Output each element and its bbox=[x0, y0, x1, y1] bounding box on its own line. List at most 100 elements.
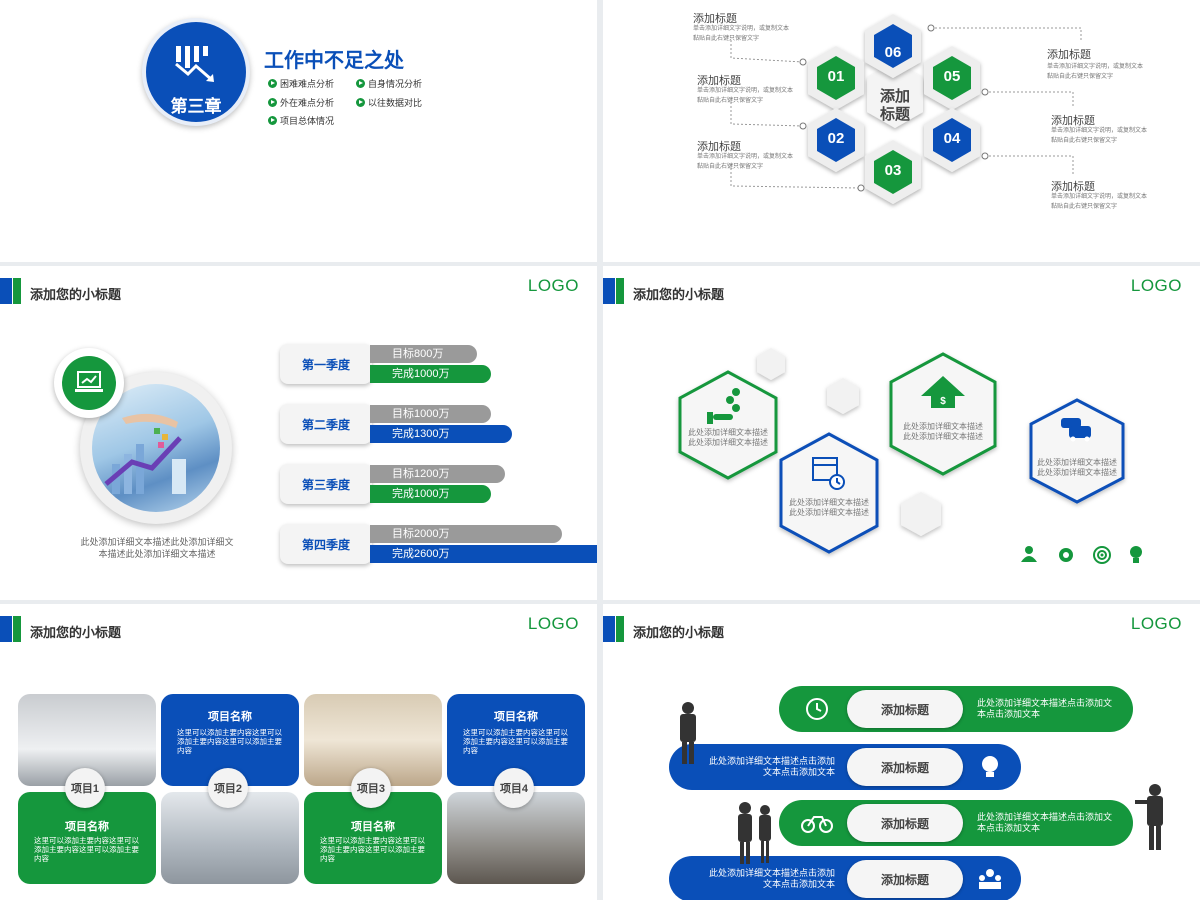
growth-chart-icon bbox=[104, 413, 186, 494]
title-marker bbox=[603, 278, 625, 304]
project-badge: 项目4 bbox=[494, 768, 534, 808]
row-text: 此处添加详细文本描述点击添加文本点击添加文本 bbox=[708, 868, 835, 889]
chart-down-icon bbox=[175, 46, 214, 82]
left-label-title: 添加标题 bbox=[697, 75, 741, 87]
right-label-title: 添加标题 bbox=[1047, 49, 1091, 61]
quarter-label: 第一季度 bbox=[280, 344, 372, 384]
quarter-label: 第三季度 bbox=[280, 464, 372, 504]
chapter-item: 外在难点分析 bbox=[268, 96, 334, 109]
right-label-title: 添加标题 bbox=[1051, 181, 1095, 193]
feature-hex-2 bbox=[779, 432, 879, 554]
tile-title: 项目名称 bbox=[494, 711, 538, 723]
calendar-clock-icon bbox=[812, 457, 845, 490]
hex-diagram bbox=[730, 14, 1082, 204]
timeline-row[interactable]: 添加标题 此处添加详细文本描述点击添加文本点击添加文本 bbox=[779, 686, 1133, 732]
slide-title: 添加您的小标题 bbox=[633, 287, 725, 302]
chapter-item: 自身情况分析 bbox=[356, 77, 422, 90]
chapter-title: 工作中不足之处 bbox=[264, 50, 404, 72]
project-badge: 项目2 bbox=[208, 768, 248, 808]
connector-lines bbox=[730, 27, 1082, 189]
target-bar: 目标2000万 bbox=[370, 525, 562, 543]
tile-text: 这里可以添加主要内容这里可以添加主要内容这里可以添加主要内容 bbox=[177, 728, 282, 755]
bulb-icon bbox=[1130, 546, 1142, 563]
right-label-desc: 单击添加详细文字说明，或复制文本黏贴自此右键只保留文字 bbox=[1051, 128, 1148, 144]
project-badge: 项目3 bbox=[351, 768, 391, 808]
chapter-label: 第三章 bbox=[170, 97, 222, 116]
left-label-desc: 单击添加详细文字说明，或复制文本黏贴自此右键只保留文字 bbox=[693, 26, 790, 42]
hex-number-03: 03 bbox=[884, 162, 902, 179]
hex-center bbox=[867, 62, 923, 128]
hex-number-05: 05 bbox=[943, 68, 961, 85]
meeting-silhouette bbox=[738, 802, 771, 864]
hex-02 bbox=[808, 108, 864, 172]
project-tile[interactable]: 项目名称 这里可以添加主要内容这里可以添加主要内容这里可以添加主要内容 bbox=[447, 694, 585, 786]
slide-hex-diagram[interactable]: 06 01 05 02 04 03 添加标题 添加标题 单击添加详细文字说明，或… bbox=[603, 0, 1200, 262]
title-marker bbox=[0, 278, 22, 304]
bicycle-icon bbox=[801, 816, 833, 833]
slide-timeline[interactable]: 添加您的小标题 LOGO 添加标题 此处添加详细文本描述点击添加文本点击添加文本… bbox=[603, 604, 1200, 900]
feature-hex-1 bbox=[678, 370, 778, 480]
row-label: 添加标题 bbox=[847, 860, 963, 898]
hex-number-01: 01 bbox=[827, 68, 845, 85]
monitor-badge bbox=[54, 348, 124, 418]
cars-icon bbox=[1061, 418, 1091, 442]
right-label-desc: 单击添加详细文字说明，或复制文本黏贴自此右键只保留文字 bbox=[1047, 64, 1144, 80]
deco-hex bbox=[827, 378, 859, 414]
feature-text-3: 此处添加详细文本描述此处添加详细文本描述 bbox=[903, 422, 983, 441]
slide-chapter[interactable]: 第三章 工作中不足之处 困难难点分析 自身情况分析 外在难点分析 以往数据对比 … bbox=[0, 0, 597, 262]
hex-01 bbox=[808, 46, 864, 110]
gear-icon bbox=[1059, 548, 1073, 562]
hex-center-label: 添加标题 bbox=[879, 88, 910, 123]
presenter-silhouette bbox=[1135, 784, 1163, 850]
slide-hex-features[interactable]: 添加您的小标题 LOGO $ bbox=[603, 266, 1200, 600]
target-bar: 目标1200万 bbox=[370, 465, 505, 483]
play-icon bbox=[268, 79, 277, 88]
slide-title: 添加您的小标题 bbox=[30, 287, 122, 302]
timeline-row[interactable]: 此处添加详细文本描述点击添加文本点击添加文本 添加标题 bbox=[669, 744, 1021, 790]
hex-number-02: 02 bbox=[827, 130, 845, 147]
hex-04 bbox=[924, 108, 980, 172]
row-text: 此处添加详细文本描述点击添加文本点击添加文本 bbox=[977, 812, 1113, 833]
hex-number-06: 06 bbox=[884, 44, 902, 61]
hex-03 bbox=[865, 140, 921, 204]
project-badge: 项目1 bbox=[65, 768, 105, 808]
slide-title: 添加您的小标题 bbox=[633, 625, 725, 640]
target-icon bbox=[1093, 546, 1111, 564]
slide-quarterly[interactable]: 添加您的小标题 LOGO 此处添加详细文本描述此处添加 bbox=[0, 266, 597, 600]
feature-text-1: 此处添加详细文本描述此处添加详细文本描述 bbox=[688, 428, 768, 447]
left-label-title: 添加标题 bbox=[697, 141, 741, 153]
done-bar: 完成1300万 bbox=[370, 425, 512, 443]
chapter-badge: 第三章 bbox=[142, 18, 250, 126]
businessman-silhouette bbox=[680, 702, 696, 764]
feature-text-2: 此处添加详细文本描述此处添加详细文本描述 bbox=[789, 498, 869, 517]
left-label-desc: 单击添加详细文字说明，或复制文本黏贴自此右键只保留文字 bbox=[697, 154, 794, 170]
quarter-label: 第二季度 bbox=[280, 404, 372, 444]
row-label: 添加标题 bbox=[847, 804, 963, 842]
photo-caption: 此处添加详细文本描述此处添加详细文本描述此处添加详细文本描述 bbox=[80, 537, 234, 559]
clock-icon bbox=[806, 698, 828, 720]
bulb-icon bbox=[982, 756, 998, 777]
feature-hex-4 bbox=[1029, 398, 1125, 504]
hex-06 bbox=[865, 14, 921, 78]
tile-text: 这里可以添加主要内容这里可以添加主要内容这里可以添加主要内容 bbox=[463, 728, 568, 755]
play-icon bbox=[356, 79, 365, 88]
target-bar: 目标800万 bbox=[370, 345, 477, 363]
tile-title: 项目名称 bbox=[65, 821, 109, 833]
logo: LOGO bbox=[527, 614, 579, 633]
connector-dots bbox=[799, 24, 989, 192]
slide-projects[interactable]: 添加您的小标题 LOGO 项目名称 这里可以添加主要内容这里可以添加主要内容这里… bbox=[0, 604, 597, 900]
feature-hex-3 bbox=[889, 352, 997, 476]
logo: LOGO bbox=[527, 276, 579, 295]
left-label-title: 添加标题 bbox=[693, 13, 737, 25]
hex-number-04: 04 bbox=[943, 130, 961, 147]
play-icon bbox=[356, 98, 365, 107]
row-label: 添加标题 bbox=[847, 690, 963, 728]
footer-icons bbox=[1021, 546, 1142, 564]
deco-hex bbox=[901, 492, 941, 536]
chapter-item: 以往数据对比 bbox=[356, 96, 422, 109]
hex-05 bbox=[924, 46, 980, 110]
timeline-row[interactable]: 此处添加详细文本描述点击添加文本点击添加文本 添加标题 bbox=[669, 856, 1021, 900]
house-money-icon: $ bbox=[921, 376, 965, 408]
play-icon bbox=[268, 98, 277, 107]
timeline-row[interactable]: 添加标题 此处添加详细文本描述点击添加文本点击添加文本 bbox=[779, 800, 1133, 846]
